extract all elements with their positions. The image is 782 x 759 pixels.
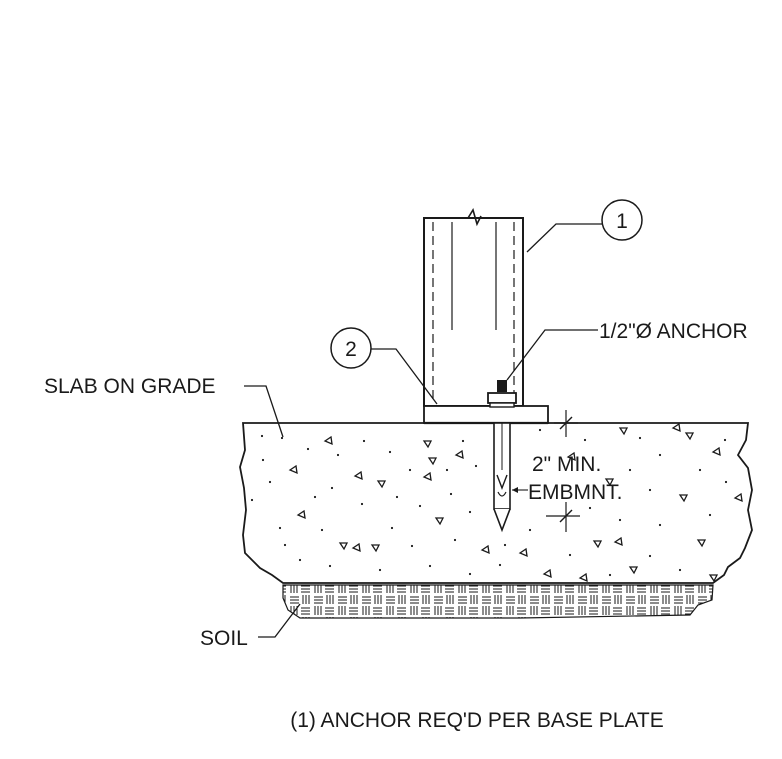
leader-lines <box>244 223 602 638</box>
callout-2: 2 <box>330 327 372 369</box>
callout-1-number: 1 <box>616 210 628 233</box>
soil-label: SOIL <box>200 627 248 650</box>
callout-2-number: 2 <box>345 338 357 361</box>
anchor-label: 1/2"Ø ANCHOR <box>599 320 748 343</box>
embedment-dimension <box>512 410 580 532</box>
aggregate-dots <box>250 428 728 577</box>
embedment-label-line1: 2" MIN. <box>532 453 601 476</box>
soil-layer <box>282 584 714 619</box>
base-plate <box>423 405 549 425</box>
aggregate-triangles <box>288 422 743 583</box>
anchor-bolt <box>487 380 517 533</box>
callout-1: 1 <box>601 199 643 241</box>
embedment-label-line2: EMBMNT. <box>528 481 623 504</box>
steel-column <box>423 208 524 407</box>
slab-label: SLAB ON GRADE <box>44 375 216 398</box>
anchor-note: (1) ANCHOR REQ'D PER BASE PLATE <box>290 709 664 732</box>
